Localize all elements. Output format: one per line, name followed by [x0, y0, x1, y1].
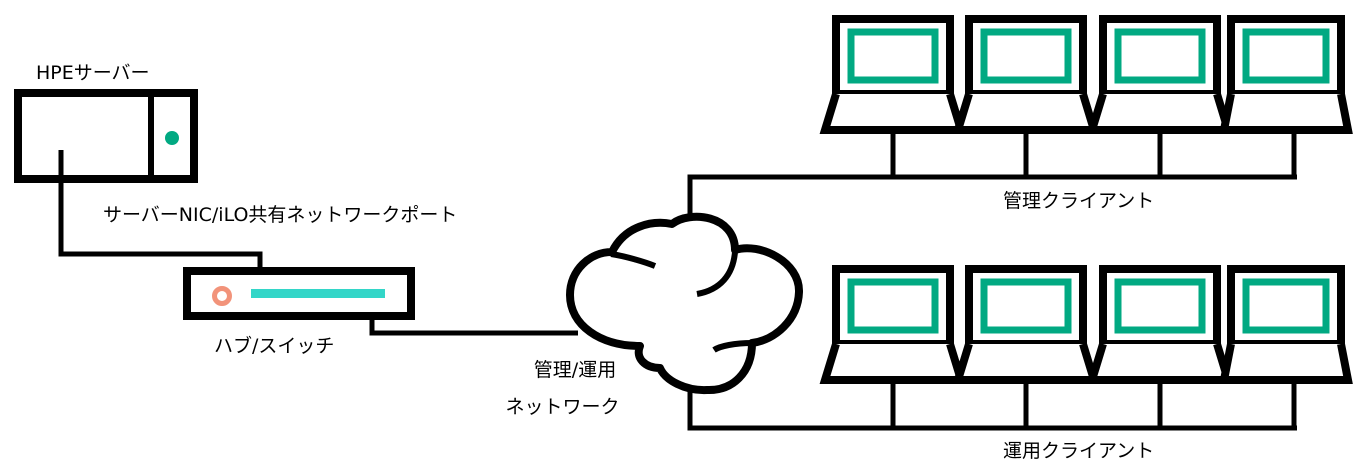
cloud-inner-curve-3 [712, 340, 753, 353]
switch-icon [183, 267, 415, 320]
switch-label: ハブ/スイッチ [214, 335, 335, 357]
laptop-icon [819, 15, 967, 134]
cloud-icon [566, 212, 804, 395]
laptop-base [952, 342, 1100, 384]
laptop-icon [1219, 15, 1353, 134]
laptop-base [1219, 93, 1353, 134]
network-to-management-bus [687, 174, 1297, 228]
server-status-led [165, 131, 179, 145]
laptop-screen [1114, 278, 1206, 334]
laptop-screen [847, 28, 939, 84]
server-label: HPEサーバー [36, 62, 150, 84]
cloud-inner-curve-2 [696, 251, 738, 297]
laptop-icon [1086, 15, 1234, 134]
laptop-icon [819, 265, 967, 384]
laptop-screen [980, 28, 1072, 84]
laptop-base [1219, 343, 1353, 384]
laptop-base [1086, 342, 1234, 384]
laptop-screen [1114, 28, 1206, 84]
operation-clients-label: 運用クライアント [1003, 440, 1155, 462]
laptop-screen [1242, 278, 1330, 334]
laptop-screen [847, 278, 939, 334]
laptop-icon [952, 265, 1100, 384]
port-label: サーバーNIC/iLO共有ネットワークポート [103, 204, 458, 226]
cloud-inner-curve-1 [610, 251, 657, 269]
operation-laptops [819, 265, 1353, 384]
laptop-icon [1219, 265, 1353, 384]
server-icon [14, 89, 198, 183]
laptop-icon [1086, 265, 1234, 384]
management-clients-label: 管理クライアント [1003, 190, 1155, 212]
network-to-operation-bus [687, 378, 1297, 431]
network-label-line2: ネットワーク [505, 396, 620, 418]
server-chassis [14, 89, 198, 183]
management-laptops [819, 15, 1353, 134]
laptop-base [1086, 92, 1234, 134]
laptop-icon [952, 15, 1100, 134]
laptop-base [819, 342, 967, 384]
laptop-screen [980, 278, 1072, 334]
switch-led [212, 286, 232, 306]
laptop-base [952, 92, 1100, 134]
laptop-base [819, 92, 967, 134]
laptop-screen [1242, 28, 1330, 84]
switch-port-bar [251, 289, 385, 298]
server-to-switch-cable [58, 150, 263, 276]
network-label-line1: 管理/運用 [533, 359, 617, 381]
